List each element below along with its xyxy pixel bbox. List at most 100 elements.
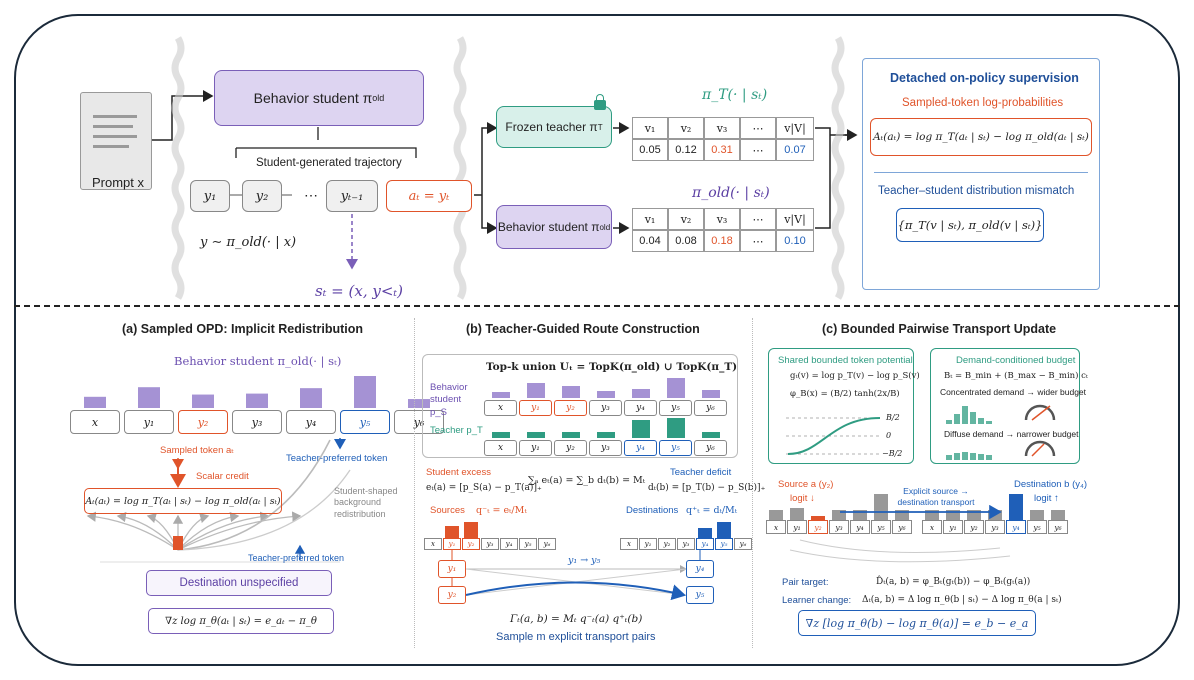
budget-gauge-needle — [1031, 405, 1051, 421]
panel-b-bar — [492, 432, 510, 438]
route-label: y₁ → y₅ — [568, 555, 601, 566]
panel-a-token: y₄ — [286, 410, 336, 434]
panel-b-token: y₆ — [694, 400, 727, 416]
prob-cell: 0.31 — [704, 139, 740, 161]
scalar-credit-label: Scalar credit — [196, 471, 249, 482]
panel-c-token: y₄ — [850, 520, 870, 534]
budget-hist-bar — [978, 454, 984, 460]
sources-label: Sources — [430, 505, 465, 516]
panel-b-bar — [492, 392, 510, 398]
panel-c-token-2: y₅ — [1027, 520, 1047, 534]
source-bar — [445, 526, 459, 538]
source-label: Source a (y₂) — [778, 479, 834, 490]
route-node: y₄ — [686, 560, 714, 578]
background-redistribution-label: Student-shaped background redistribution — [334, 486, 398, 519]
sources-formula: q⁻ₜ = eₜ/Mₜ — [476, 505, 527, 516]
sampling-formula: y ∼ π_old(· | x) — [200, 235, 297, 250]
teacher-pt-label: Teacher p_T — [430, 425, 483, 436]
budget-hist-bar — [970, 453, 976, 460]
panel-c-token: y₅ — [871, 520, 891, 534]
panel-sub1: Sampled-token log-probabilities — [902, 97, 1064, 109]
budget-box — [930, 348, 1080, 464]
gradient-formula: ∇z log π_θ(aₜ | sₜ) = e_aₜ − π_θ — [165, 615, 317, 627]
divider-ab — [414, 318, 415, 648]
panel-a-bar — [192, 394, 214, 408]
transport-label: Explicit source → destination transport — [897, 486, 975, 508]
budget-hist-bar — [954, 453, 960, 460]
panel-b-title: (b) Teacher-Guided Route Construction — [466, 322, 700, 336]
source-bar — [464, 522, 478, 538]
dest-bar — [717, 522, 731, 538]
vocab-header-cell: ⋯ — [740, 117, 776, 139]
panel-formula1: Aₜ(aₜ) = log π_T(aₜ | sₜ) − log π_old(aₜ… — [873, 131, 1089, 143]
dest-logit: logit ↑ — [1034, 493, 1059, 504]
redistribution-curve — [177, 511, 270, 551]
panel-b-token: y₁ — [519, 440, 552, 456]
source-logit: logit ↓ — [790, 493, 815, 504]
panel-b-bar — [527, 383, 545, 398]
panel-c-bar — [832, 510, 846, 520]
vocab-header-cell: v₃ — [704, 208, 740, 230]
panel-c-token-2: y₁ — [943, 520, 963, 534]
panel-c-token-2: y₄ — [1006, 520, 1026, 534]
pair-target-formula: D̂ₜ(a, b) = φ_Bₜ(gₜ(b)) − φ_Bₜ(gₜ(a)) — [876, 577, 1031, 587]
panel-c-token: x — [766, 520, 786, 534]
destinations-label: Destinations — [626, 505, 679, 516]
redistribution-curve — [177, 511, 240, 551]
teacher-preferred-label-2: Teacher-preferred token — [248, 553, 345, 563]
behavior-student-2-label: Behavior student π — [497, 220, 600, 234]
dest-token: y₄ — [696, 538, 714, 550]
redistribution-curve-long2 — [177, 469, 351, 551]
panel-formula2: {π_T(v | sₜ), π_old(v | sₜ)} — [897, 218, 1043, 232]
dest-token: y₂ — [658, 538, 676, 550]
vocab-header-cell: v₁ — [632, 117, 668, 139]
panel-b-token: y₆ — [694, 440, 727, 456]
panel-c-title: (c) Bounded Pairwise Transport Update — [822, 322, 1057, 336]
panel-c-token-2: y₃ — [985, 520, 1005, 534]
token-ellipsis: ⋯ — [304, 188, 318, 204]
redistribution-curve-long — [177, 439, 331, 551]
pair-target-label: Pair target: — [782, 577, 829, 588]
panel-c-bar-2 — [1030, 510, 1044, 520]
panel-b-token: x — [484, 440, 517, 456]
final-formula: ∇z [log π_θ(b) − log π_θ(a)] = e_b − e_a — [805, 616, 1029, 630]
panel-a-bar — [408, 399, 430, 408]
prob-cell: 0.12 — [668, 139, 704, 161]
route-line-highlight — [465, 581, 686, 601]
panel-b-bar — [562, 432, 580, 438]
prob-cell: 0.08 — [668, 230, 704, 252]
route-node: y₅ — [686, 586, 714, 604]
divider-bc — [752, 318, 753, 648]
behavior-student-sub: old — [372, 93, 385, 103]
panel-c-bar — [895, 510, 909, 520]
budget-formula: Bₜ = B_min + (B_max − B_min) cₜ — [944, 371, 1089, 381]
prob-cell: ⋯ — [740, 230, 776, 252]
panel-a-bar — [138, 387, 160, 408]
budget-gauge-icon — [1024, 404, 1056, 421]
teacher-deficit-formula: dₜ(b) = [p_T(b) − p_S(b)]₊ — [648, 483, 766, 493]
prompt-label: Prompt x — [92, 175, 145, 190]
prob-cell: 0.07 — [776, 139, 814, 161]
student-ps-label: Behavior student p_S — [430, 382, 468, 418]
destination-unspecified-box: Destination unspecified — [146, 570, 332, 596]
prob-cell: 0.18 — [704, 230, 740, 252]
panel-a-token: y₃ — [232, 410, 282, 434]
budget-title: Demand-conditioned budget — [956, 355, 1076, 366]
vocab-header-cell: v₂ — [668, 208, 704, 230]
potential-tick-top: B/2 — [886, 413, 900, 422]
budget-hist-bar — [970, 412, 976, 424]
vocab-header-cell: v₁ — [632, 208, 668, 230]
panel-c-wave — [789, 539, 1011, 563]
panel-c-token-2: y₂ — [964, 520, 984, 534]
sample-pairs-label: Sample m explicit transport pairs — [496, 631, 656, 643]
panel-b-token: x — [484, 400, 517, 416]
sum-formula: ∑ₐ eₜ(a) = ∑_b dₜ(b) = Mₜ — [528, 475, 646, 486]
panel-b-token: y₂ — [554, 440, 587, 456]
vocab-header-cell: ⋯ — [740, 208, 776, 230]
source-token: y₄ — [500, 538, 518, 550]
panel-c-bar — [811, 516, 825, 520]
redistribution-curve — [116, 511, 179, 551]
